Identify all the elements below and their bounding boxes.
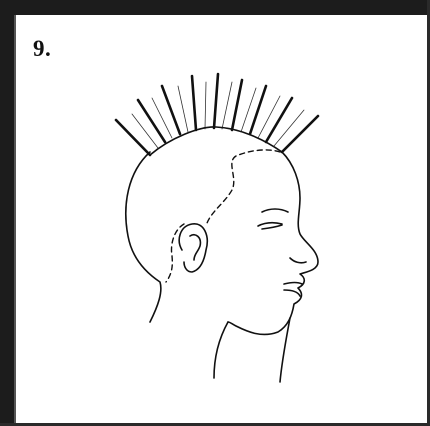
hair-thin-strands <box>132 82 304 148</box>
ear <box>179 224 207 272</box>
face-profile <box>228 152 318 334</box>
hair-spike <box>282 116 318 152</box>
hair-spike <box>192 76 196 130</box>
neck-back-line <box>214 322 228 378</box>
hair-spikes <box>116 74 318 155</box>
scalp-top <box>150 127 282 155</box>
ear-inner <box>190 235 200 260</box>
section-line <box>206 150 280 226</box>
eyebrow <box>262 209 288 212</box>
hair-spike <box>266 98 292 142</box>
eye <box>258 223 282 229</box>
hair-spike <box>162 86 180 134</box>
neck-front-line <box>280 318 290 382</box>
hair-spike <box>214 74 218 128</box>
hair-spike <box>232 80 242 130</box>
hair-spike <box>116 120 150 155</box>
head-outline <box>126 152 161 322</box>
hair-spike <box>138 100 165 142</box>
nostril <box>290 258 306 263</box>
